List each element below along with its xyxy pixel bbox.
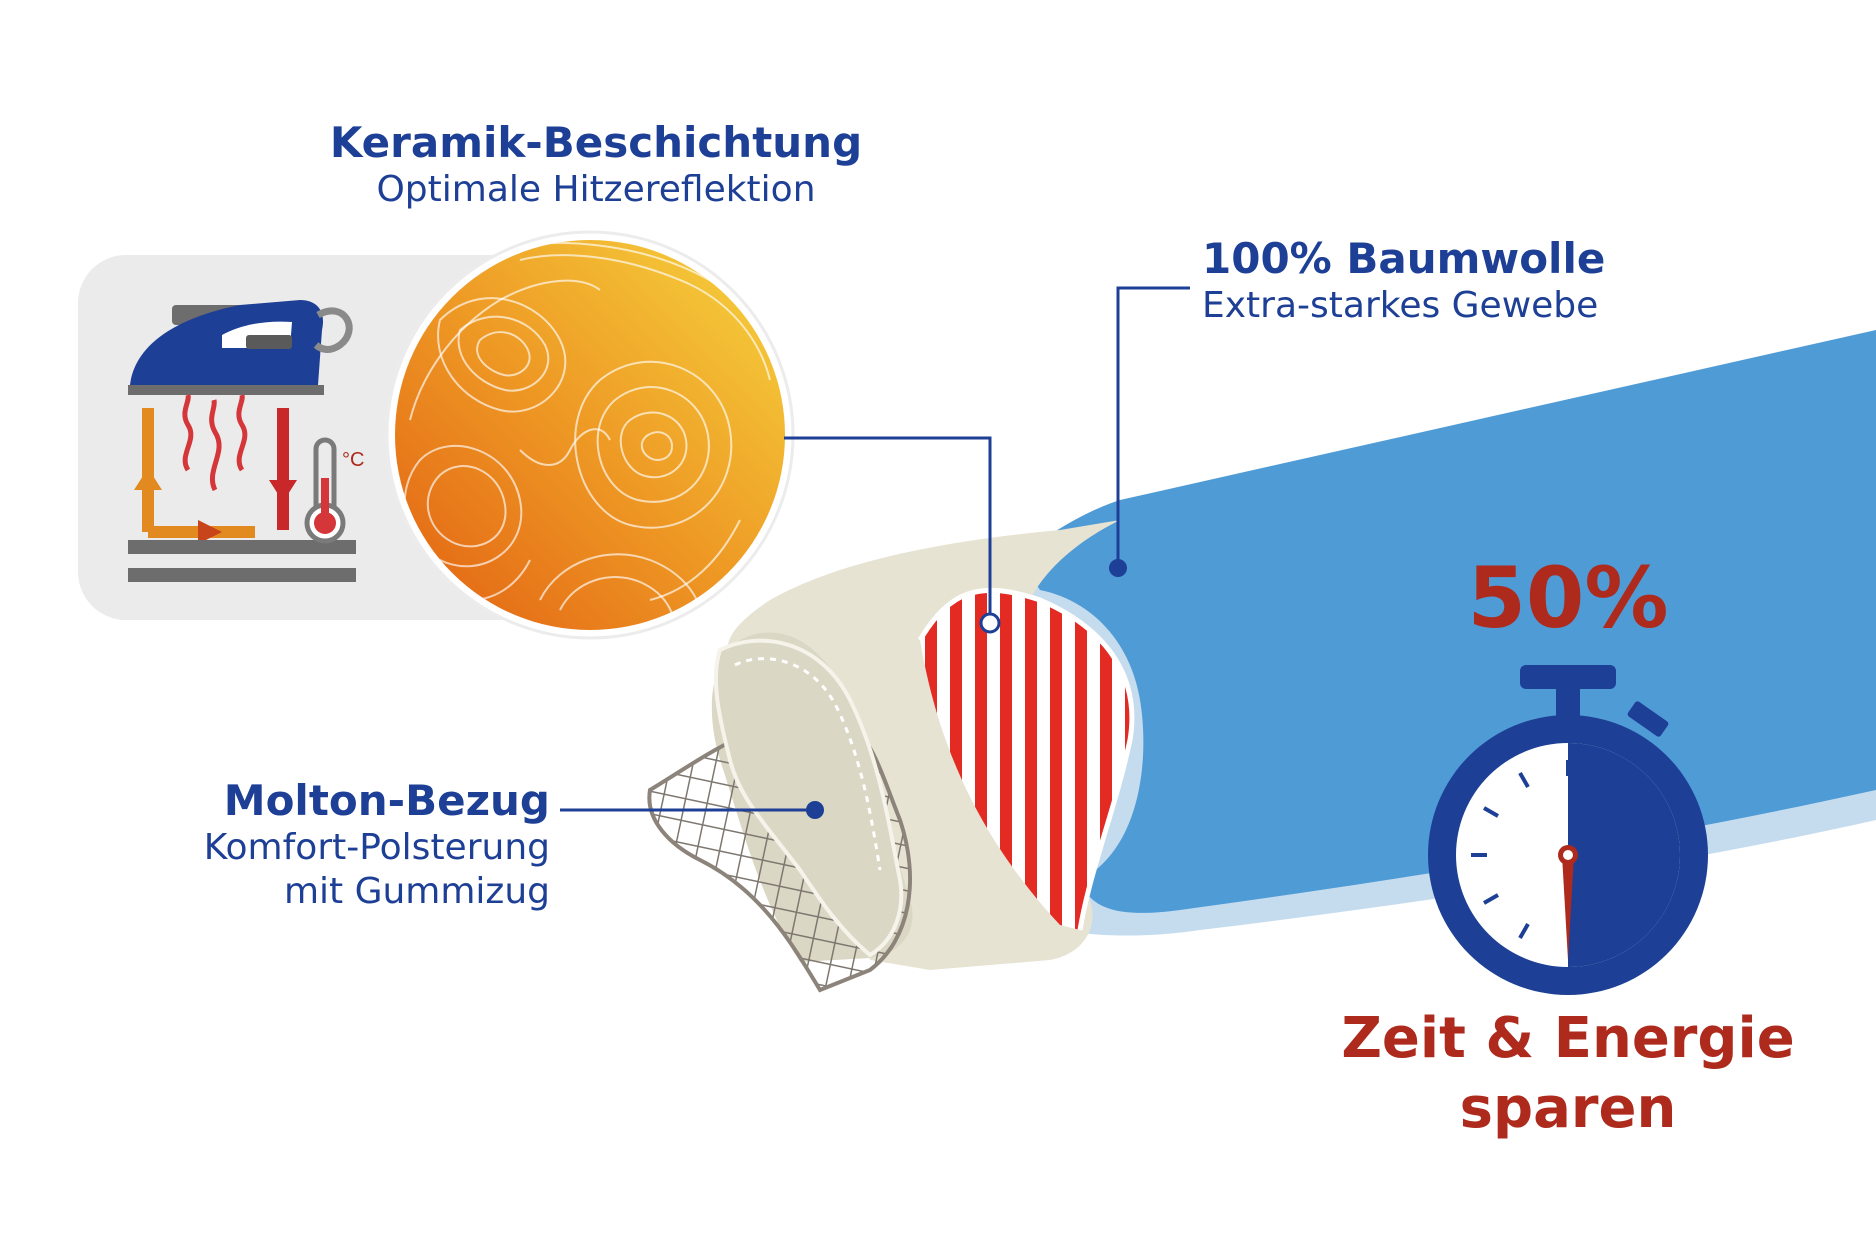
thermometer-icon xyxy=(304,437,346,544)
molton-line-1: Komfort-Polsterung xyxy=(203,827,550,869)
savings-line-2: sparen xyxy=(1459,1076,1677,1141)
ceramic-leader-line xyxy=(784,436,992,620)
cotton-subtitle: Extra-starkes Gewebe xyxy=(1202,285,1599,327)
molton-line-2: mit Gummizug xyxy=(283,870,550,912)
savings-caption: Zeit & Energie sparen xyxy=(1288,1004,1848,1144)
stopwatch-savings-fill xyxy=(1568,743,1680,967)
cotton-title: 100% Baumwolle xyxy=(1202,234,1606,283)
cotton-leader-line xyxy=(1116,286,1190,566)
molton-leader-dot xyxy=(806,801,824,819)
ceramic-label: Keramik-Beschichtung Optimale Hitzerefle… xyxy=(316,118,876,212)
cotton-label: 100% Baumwolle Extra-starkes Gewebe xyxy=(1202,234,1605,328)
molton-label: Molton-Bezug Komfort-Polsterung mit Gumm… xyxy=(60,776,550,913)
iron-icon xyxy=(128,300,353,395)
leader-lines xyxy=(560,286,1190,812)
ceramic-texture-icon xyxy=(385,230,795,640)
stopwatch-icon xyxy=(1428,665,1708,995)
ceramic-title: Keramik-Beschichtung xyxy=(329,118,863,167)
thermometer-unit: °C xyxy=(342,449,364,471)
molton-title: Molton-Bezug xyxy=(223,776,550,825)
ceramic-leader-dot xyxy=(979,612,1001,634)
heat-reflection-icon xyxy=(128,394,356,582)
ceramic-subtitle: Optimale Hitzereflektion xyxy=(376,169,816,211)
cotton-leader-dot xyxy=(1109,559,1127,577)
savings-percent: 50% xyxy=(1467,549,1669,647)
savings-line-1: Zeit & Energie xyxy=(1341,1006,1795,1071)
molton-cover xyxy=(647,638,912,993)
